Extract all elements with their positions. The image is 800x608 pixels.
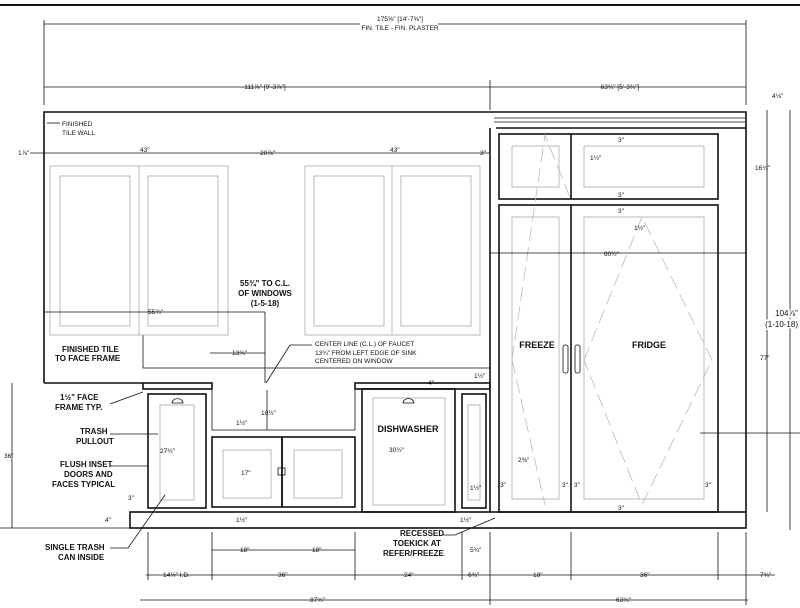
window-right [304, 165, 481, 336]
note: CAN INSIDE [58, 553, 105, 562]
right-dimensions: 16¾" 77" 104⅞" (1-10-18) [755, 110, 800, 530]
windows-centerline-note: 55¾" TO C.L. OF WINDOWS (1-5-18) 55¾" 13… [44, 279, 293, 383]
note: SINGLE TRASH [45, 543, 105, 552]
dim: 18" [312, 547, 322, 554]
dim: 7¾" [760, 572, 772, 579]
recessed-toekick-note: RECESSED TOEKICK AT REFER/FREEZE [383, 517, 496, 558]
dim: 3" [705, 482, 712, 489]
crown-dim: 4⅛" [772, 93, 784, 100]
refrigerator: FREEZE FRIDGE 60½" 3" 1½" 3" 3" 1½" 3" 3… [490, 133, 800, 513]
dim: 10½" [261, 409, 277, 417]
dim: 3" [562, 482, 569, 489]
dim: 60½" [604, 250, 620, 258]
dim: 43" [390, 147, 400, 154]
dim: 1½" [236, 419, 248, 427]
note: FINISHED TILE [62, 345, 120, 354]
note: DOORS AND [64, 470, 113, 479]
freeze-label: FREEZE [519, 340, 555, 350]
note: 1½" FACE [60, 393, 99, 402]
dim: 4" [428, 380, 435, 387]
sink-base: 10½" 1½" 17" 1½" [211, 390, 356, 524]
note: PULLOUT [76, 437, 114, 446]
dim: 3" [618, 137, 625, 144]
dim: 1½" [634, 224, 646, 232]
left-notes: 36" 1½" FACE FRAME TYP. TRASH PULLOUT FL… [4, 383, 166, 562]
fridge-label: FRIDGE [632, 340, 666, 350]
dim: 1½" [590, 154, 602, 162]
dim: 36" [640, 572, 650, 579]
note: CENTERED ON WINDOW [315, 358, 394, 365]
dim: 5¾" [470, 547, 482, 554]
toekick [129, 511, 747, 529]
dim: 18" [240, 547, 250, 554]
dim: 18" [533, 572, 543, 579]
note: FRAME TYP. [55, 403, 102, 412]
note: TOEKICK AT [393, 539, 441, 548]
dim: 16¾" [755, 165, 771, 172]
dim: 30½" [389, 446, 405, 454]
dim: 1½" [470, 484, 482, 492]
note: TO FACE FRAME [55, 354, 121, 363]
window-left [49, 165, 229, 336]
dim: (1-10-18) [765, 320, 798, 329]
tile-wall: FINISHED TILE WALL [43, 111, 490, 384]
dim: 1½" [474, 372, 486, 380]
dim: 14½" I.D. [163, 571, 190, 579]
faucet-note: CENTER LINE (C.L.) OF FAUCET 13¾" FROM L… [265, 341, 417, 384]
right-run-dim: 63¾" [5'-3¾"] [601, 84, 640, 91]
note: (1-5-18) [251, 299, 280, 308]
dim: 6¾" [468, 572, 480, 579]
bottom-dimensions: 18" 18" 5¾" 14½" I.D. 36" 24" 6¾" 18" 36… [140, 532, 775, 605]
note: FACES TYPICAL [52, 480, 115, 489]
note-finished-tile-wall-2: TILE WALL [62, 130, 95, 137]
overall-dim: 175⅝" [14'-7⅝"] [377, 16, 423, 23]
note: OF WINDOWS [238, 289, 292, 298]
dim: 27½" [160, 447, 176, 455]
dim: 63¾" [616, 597, 632, 604]
dim: 13¾" [232, 350, 248, 357]
overall-dim-note: FIN. TILE - FIN. PLASTER [361, 25, 438, 32]
dim: 1⅞" [18, 150, 30, 157]
note: TRASH [80, 427, 108, 436]
dim: 17" [241, 470, 251, 477]
dim: 20⅞" [260, 150, 276, 157]
overall-dimensions: 175⅝" [14'-7⅝"] FIN. TILE - FIN. PLASTER… [43, 16, 784, 110]
dim: 3" [618, 192, 625, 199]
note-finished-tile-wall-1: FINISHED [62, 121, 93, 128]
dim: 77" [760, 355, 770, 362]
dim: 3" [128, 495, 135, 502]
dim: 4" [105, 517, 112, 524]
dim: 3" [574, 482, 581, 489]
countertop-left [142, 382, 213, 390]
trash-cabinet: 27½" [147, 393, 207, 509]
window-dimensions: 1⅞" 43" 20⅞" 43" 3" [18, 147, 490, 157]
dim: 1½" [460, 516, 472, 524]
dim: 3" [480, 150, 487, 157]
dim: 104⅞" [775, 309, 798, 318]
dim: 87¾" [310, 597, 326, 604]
dim: 43" [140, 147, 150, 154]
note: FLUSH INSET [60, 460, 113, 469]
dim: 55¾" [148, 309, 164, 316]
left-run-dim: 111⅞" [9'-3⅞"] [244, 84, 286, 91]
note: RECESSED [400, 529, 444, 538]
countertop-right [354, 382, 491, 390]
note: REFER/FREEZE [383, 549, 445, 558]
note: 55¾" TO C.L. [240, 279, 290, 288]
dim: 2⅜" [518, 457, 530, 464]
dim: 3" [500, 482, 507, 489]
fridge-crown [489, 111, 747, 512]
dim: 3" [618, 505, 625, 512]
dishwasher-label: DISHWASHER [377, 424, 439, 434]
dim: 3" [618, 208, 625, 215]
dim: 24" [404, 572, 414, 579]
note: CENTER LINE (C.L.) OF FAUCET [315, 341, 414, 348]
note: 13¾" FROM LEFT EDGE OF SINK [315, 350, 417, 357]
dim: 36" [278, 572, 288, 579]
dim: 1½" [236, 516, 248, 524]
filler-panel: 1½" 1½" 1½" 2⅜" [460, 372, 530, 524]
dishwasher: DISHWASHER 30½" 4" [361, 380, 456, 513]
dim: 36" [4, 453, 14, 460]
